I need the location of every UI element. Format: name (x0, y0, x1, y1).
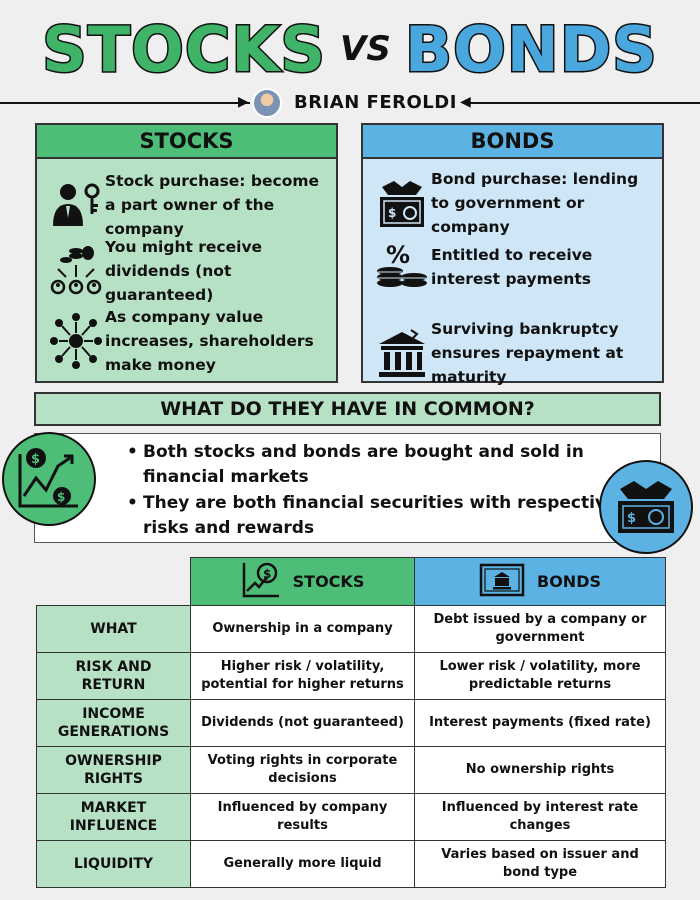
stocks-cell: Ownership in a company (190, 605, 415, 653)
stocks-item: As company value increases, shareholders… (47, 305, 330, 377)
bond-handshake-icon: $ (599, 460, 693, 554)
title-bonds: BONDS (403, 11, 658, 87)
stocks-item-text: As company value increases, shareholders… (105, 308, 314, 374)
table-row: INCOME GENERATIONS Dividends (not guaran… (36, 699, 666, 747)
table-row: LIQUIDITY Generally more liquid Varies b… (36, 840, 666, 888)
row-label: MARKET INFLUENCE (36, 793, 191, 841)
row-label: RISK AND RETURN (36, 652, 191, 700)
divider-line-left (0, 102, 250, 104)
stocks-cell: Dividends (not guaranteed) (190, 699, 415, 747)
bank-building-icon (373, 329, 431, 377)
stocks-cell: Voting rights in corporate decisions (190, 746, 415, 794)
common-bullet: Both stocks and bonds are bought and sol… (127, 440, 627, 490)
table-header-bonds: BONDS (414, 557, 666, 606)
stocks-item: Stock purchase: become a part owner of t… (47, 169, 330, 241)
title-stocks: STOCKS (41, 11, 327, 87)
common-bullets: Both stocks and bonds are bought and sol… (127, 440, 627, 542)
bonds-cell: No ownership rights (414, 746, 666, 794)
author-row: ▶ BRIAN FEROLDI ◀ (0, 88, 700, 118)
bonds-item: $ Bond purchase: lending to government o… (373, 167, 656, 239)
bonds-cell: Lower risk / volatility, more predictabl… (414, 652, 666, 700)
bonds-card: BONDS $ Bond purchase: lending to govern… (361, 123, 664, 386)
main-title: STOCKS VS BONDS (0, 8, 700, 90)
stocks-card: STOCKS Stock purchase: become a part own… (35, 123, 338, 383)
row-label: OWNERSHIP RIGHTS (36, 746, 191, 794)
row-label: INCOME GENERATIONS (36, 699, 191, 747)
avatar (252, 88, 282, 118)
bonds-item: % Entitled to receive interest payments (373, 241, 656, 291)
table-row: RISK AND RETURN Higher risk / volatility… (36, 652, 666, 700)
common-heading: WHAT DO THEY HAVE IN COMMON? (34, 392, 661, 426)
comparison-table: $ STOCKS BONDS (36, 557, 666, 888)
row-label: LIQUIDITY (36, 840, 191, 888)
table-row: WHAT Ownership in a company Debt issued … (36, 605, 666, 653)
money-bag-dividends-icon (47, 246, 105, 295)
bonds-item-text: Surviving bankruptcy ensures repayment a… (431, 320, 624, 386)
common-box: Both stocks and bonds are bought and sol… (34, 433, 661, 543)
table-row: MARKET INFLUENCE Influenced by company r… (36, 793, 666, 841)
table-header-bonds-label: BONDS (537, 571, 601, 591)
stocks-card-heading: STOCKS (37, 125, 336, 159)
bonds-item: Surviving bankruptcy ensures repayment a… (373, 317, 656, 389)
bonds-item-text: Bond purchase: lending to government or … (431, 170, 639, 236)
stocks-cell: Higher risk / volatility, potential for … (190, 652, 415, 700)
svg-text:$: $ (388, 206, 396, 220)
arrow-right-icon: ▶ (238, 94, 249, 110)
stocks-item-text: Stock purchase: become a part owner of t… (105, 172, 320, 238)
bond-certificate-handshake-icon: $ (373, 179, 431, 227)
bonds-card-heading: BONDS (363, 125, 662, 159)
stocks-item-text: You might receive dividends (not guarant… (105, 238, 263, 304)
bonds-cell: Debt issued by a company or government (414, 605, 666, 653)
row-label: WHAT (36, 605, 191, 653)
stocks-cell: Influenced by company results (190, 793, 415, 841)
bonds-item-text: Entitled to receive interest payments (431, 246, 593, 288)
svg-text:$: $ (31, 452, 40, 467)
svg-text:$: $ (57, 490, 65, 504)
table-header-row: $ STOCKS BONDS (37, 557, 666, 606)
svg-text:$: $ (627, 511, 636, 526)
author-name: BRIAN FEROLDI (294, 92, 457, 113)
common-bullet: They are both financial securities with … (127, 491, 627, 541)
chart-dollar-icon: $ (241, 561, 281, 603)
bonds-cell: Interest payments (fixed rate) (414, 699, 666, 747)
divider-line-right (465, 102, 700, 104)
table-header-stocks-label: STOCKS (292, 571, 365, 591)
person-key-icon (47, 181, 105, 229)
bonds-cell: Influenced by interest rate changes (414, 793, 666, 841)
shareholder-network-icon (47, 313, 105, 369)
title-vs: VS (340, 29, 391, 69)
svg-text:%: % (386, 241, 410, 269)
bonds-cell: Varies based on issuer and bond type (414, 840, 666, 888)
table-corner (37, 558, 191, 606)
stock-growth-icon: $ $ (2, 432, 96, 526)
percent-coins-icon: % (373, 241, 431, 291)
stocks-item: You might receive dividends (not guarant… (47, 235, 330, 307)
table-header-stocks: $ STOCKS (190, 557, 415, 606)
banknote-icon (479, 563, 525, 601)
stocks-cell: Generally more liquid (190, 840, 415, 888)
svg-text:$: $ (263, 567, 271, 581)
table-row: OWNERSHIP RIGHTS Voting rights in corpor… (36, 746, 666, 794)
